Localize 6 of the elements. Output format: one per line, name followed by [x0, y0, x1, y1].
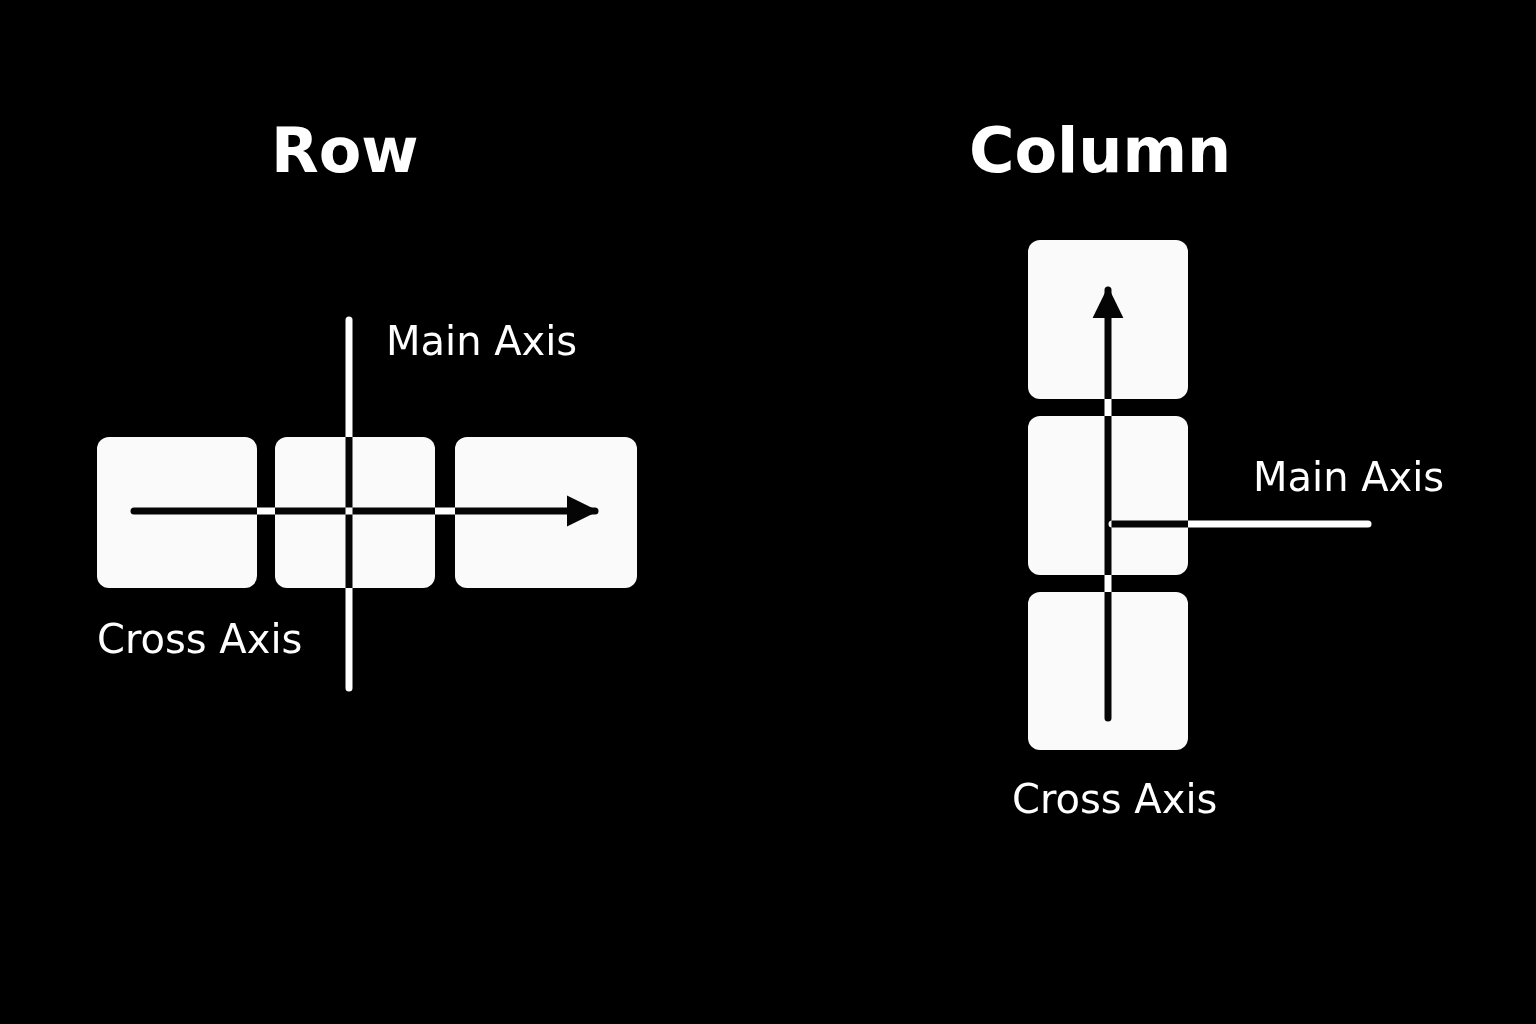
axis-label: Main Axis — [1253, 457, 1445, 497]
panel-heading: Row — [271, 120, 419, 182]
axis-label: Main Axis — [386, 321, 578, 361]
axis-label: Cross Axis — [97, 619, 303, 659]
panel-heading: Column — [969, 120, 1232, 182]
axis-label: Cross Axis — [1012, 779, 1218, 819]
